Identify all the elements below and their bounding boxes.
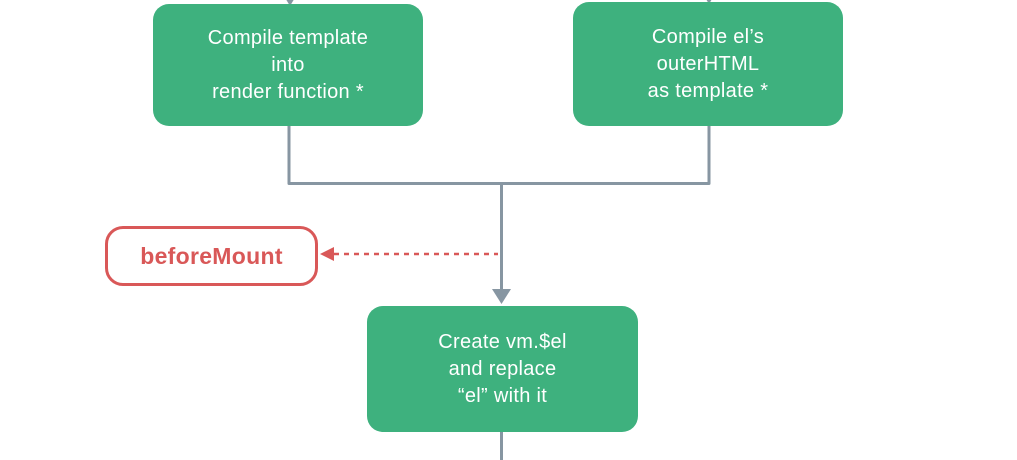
node-text-line: Compile template: [207, 26, 369, 49]
node-text-line: “el” with it: [457, 384, 548, 407]
node-text-line: and replace: [448, 357, 557, 380]
arrow-left-icon: [320, 247, 334, 261]
node-text-line: Compile el’s: [651, 25, 765, 48]
node-text-line: as template *: [647, 79, 769, 102]
connector-merge: [287, 124, 711, 185]
lifecycle-hook-before-mount: beforeMount: [105, 226, 318, 286]
arrow-down-icon: [286, 0, 294, 6]
node-create-vm-el: Create vm.$el and replace “el” with it: [367, 306, 638, 432]
node-compile-el-outerhtml: Compile el’s outerHTML as template *: [573, 2, 843, 126]
node-compile-template: Compile template into render function *: [153, 4, 423, 126]
node-text-line: render function *: [212, 80, 364, 103]
node-text-line: Create vm.$el: [438, 330, 567, 353]
arrow-down-icon: [492, 289, 511, 304]
hook-label: beforeMount: [140, 242, 283, 269]
node-text-line: into: [271, 53, 305, 76]
node-text-line: outerHTML: [656, 52, 760, 75]
